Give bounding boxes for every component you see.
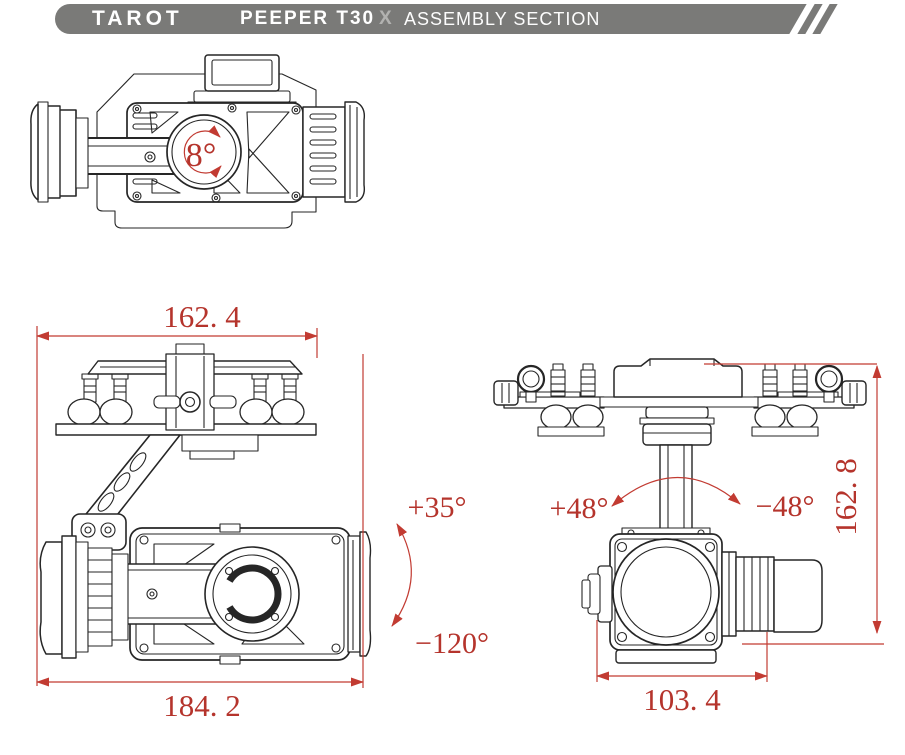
- brand-logo: TAROT: [92, 7, 183, 30]
- product-name: PEEPER T30: [240, 8, 376, 29]
- dimension-overlay: [35, 125, 884, 688]
- screw-icon: [132, 103, 301, 203]
- dim-label-top-width: 162. 4: [163, 299, 241, 334]
- angle-label-roll: 8°: [186, 137, 217, 174]
- product-suffix: X: [379, 8, 392, 29]
- header-bar: [55, 4, 783, 34]
- angle-label-tilt-up: +35°: [408, 491, 467, 524]
- section-title: ASSEMBLY SECTION: [404, 9, 601, 29]
- dim-label-overall-height: 162. 8: [828, 458, 863, 536]
- dim-label-overall-length: 184. 2: [163, 688, 241, 723]
- angle-label-tilt-down: −120°: [415, 627, 489, 660]
- front-view-drawing: [493, 358, 867, 664]
- dim-label-camera-width: 103. 4: [643, 682, 721, 717]
- angle-label-pan-left: +48°: [550, 492, 609, 525]
- angle-label-pan-right: −48°: [756, 490, 815, 523]
- side-view-drawing: [39, 343, 372, 665]
